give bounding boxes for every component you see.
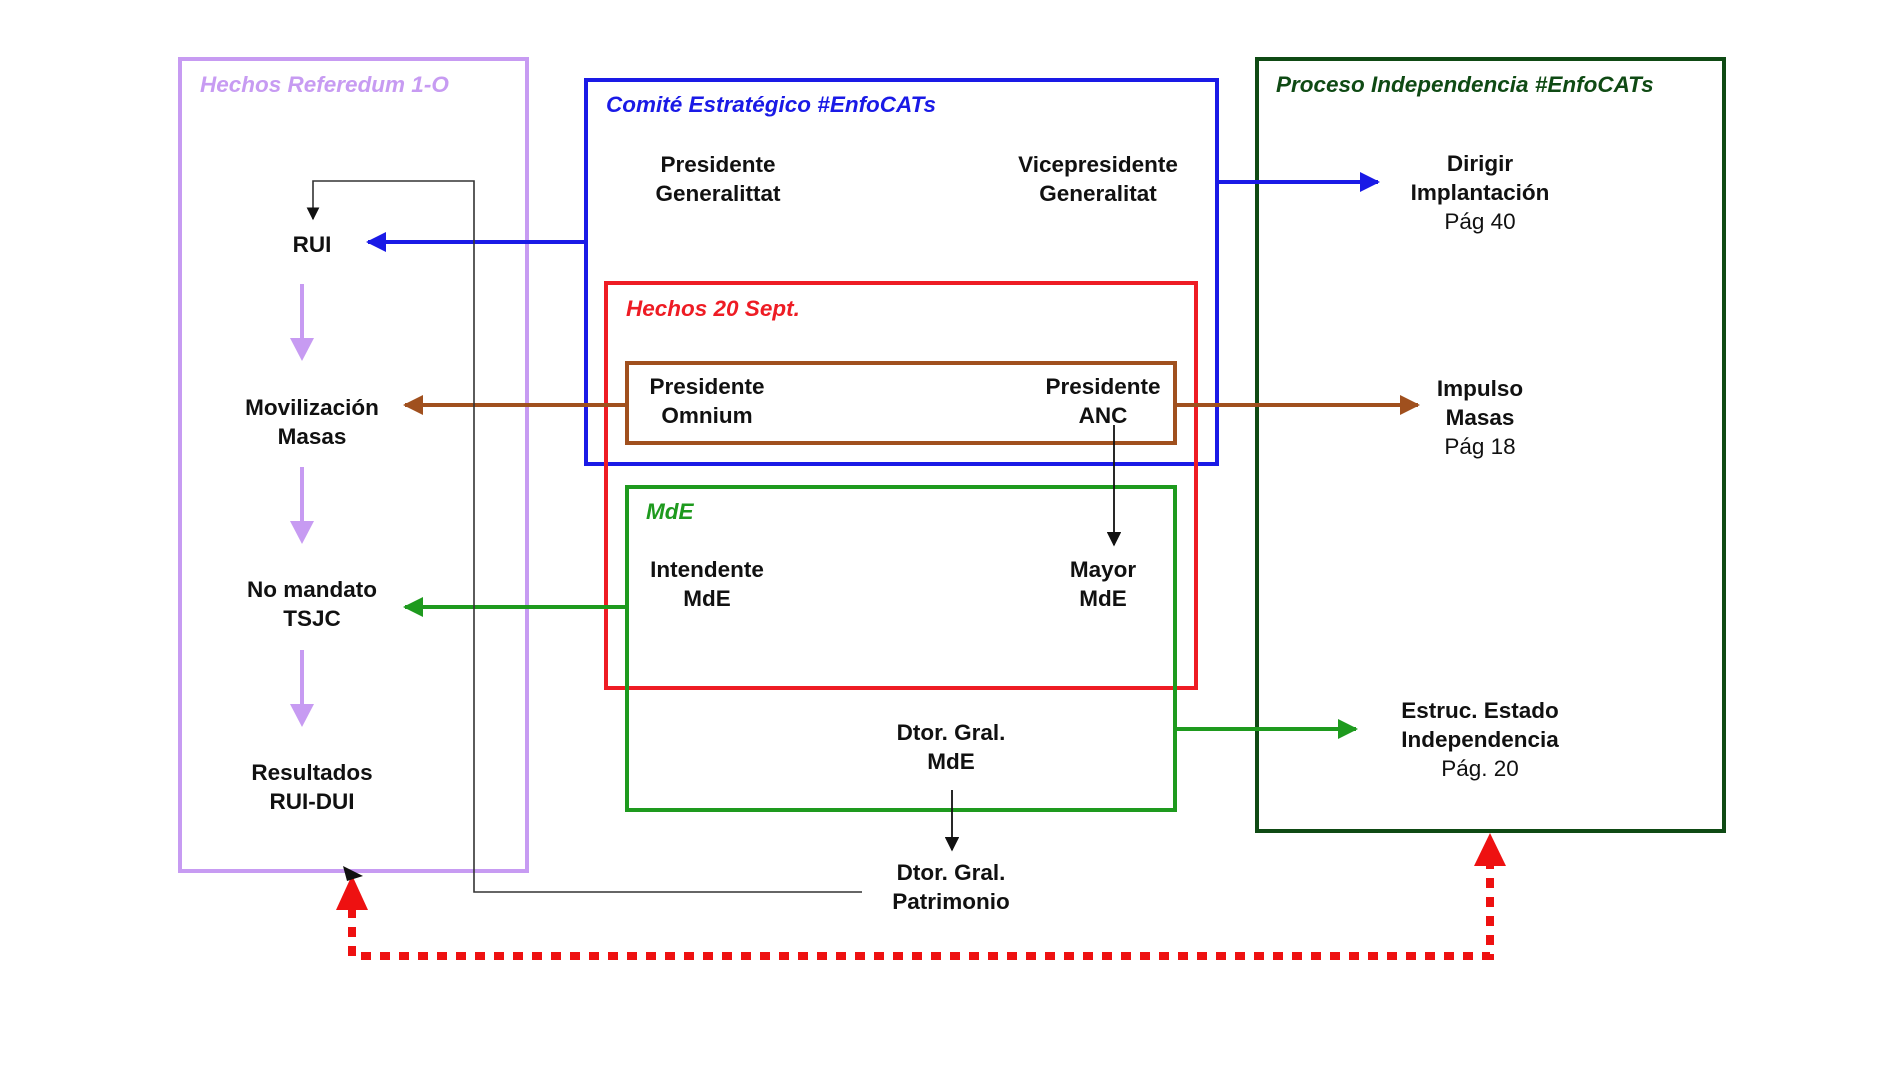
box-proceso bbox=[1255, 57, 1726, 833]
flow-arrow-nomandato-resultados bbox=[290, 650, 314, 727]
box-referendum bbox=[178, 57, 529, 873]
page-ref-dirigir: Pág 40 bbox=[1444, 209, 1516, 234]
node-dtor-gral-mde: Dtor. Gral.MdE bbox=[896, 720, 1006, 774]
title-proceso: Proceso Independencia #EnfoCATs bbox=[1276, 72, 1654, 97]
line-patrimonio-to-rui bbox=[306, 180, 862, 893]
title-sept: Hechos 20 Sept. bbox=[626, 296, 800, 321]
dotted-arrow-resultados-proceso bbox=[336, 833, 1506, 960]
page-ref-estruc: Pág. 20 bbox=[1441, 756, 1519, 781]
box-sept bbox=[604, 281, 1198, 690]
title-referendum: Hechos Referedum 1-O bbox=[200, 72, 449, 97]
flow-arrow-rui-movilizacion bbox=[290, 284, 314, 361]
node-dtor-gral-patrimonio: Dtor. Gral.Patrimonio bbox=[892, 860, 1010, 914]
title-comite: Comité Estratégico #EnfoCATs bbox=[606, 92, 937, 117]
box-comite bbox=[584, 78, 1219, 466]
page-ref-impulso: Pág 18 bbox=[1444, 434, 1516, 459]
title-mde: MdE bbox=[646, 499, 694, 524]
node-rui: RUI bbox=[292, 232, 332, 257]
box-mde bbox=[625, 485, 1177, 812]
flow-arrow-movilizacion-nomandato bbox=[290, 467, 314, 544]
